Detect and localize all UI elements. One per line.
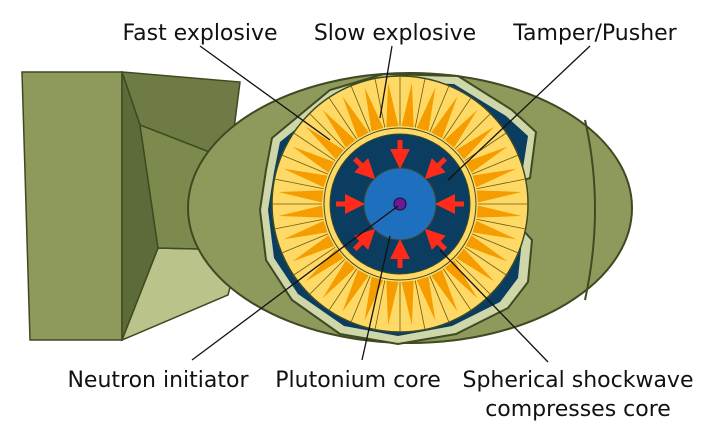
lens-spike [465, 146, 508, 173]
lens-divider [350, 275, 371, 323]
casing-nose-seam [584, 119, 596, 301]
lens-spike [472, 220, 517, 240]
label-slow-explosive: Slow explosive [314, 21, 476, 46]
lens-spike [283, 220, 328, 240]
leader-tamper-pusher [447, 45, 591, 181]
lens-divider [293, 132, 336, 161]
lens-spike [283, 168, 328, 188]
lens-spike [342, 96, 369, 139]
lens-divider [429, 85, 450, 133]
lens-spike [465, 235, 508, 262]
lens-divider [274, 218, 324, 230]
lens-spike [476, 190, 522, 203]
lens-spike [305, 248, 344, 282]
lens-spike [472, 168, 517, 188]
leader-fast-explosive [199, 45, 331, 141]
lens-divider [274, 178, 324, 190]
lens-divider [328, 268, 357, 311]
label-shockwave-line2: compresses core [485, 397, 671, 422]
lens-divider [429, 275, 450, 323]
lens-spike [431, 269, 458, 312]
lens-divider [464, 247, 507, 276]
lens-spike [292, 235, 335, 262]
lens-divider [328, 97, 357, 140]
lens-divider [476, 178, 526, 190]
lens-spike [386, 82, 399, 128]
lens-spike [364, 87, 384, 132]
lens-divider [471, 154, 519, 175]
label-fast-explosive: Fast explosive [122, 21, 277, 46]
lens-divider [414, 280, 426, 330]
lens-spike [416, 87, 436, 132]
lens-divider [374, 78, 386, 128]
lens-spike [322, 109, 356, 148]
lens-spike [278, 205, 324, 218]
lens-divider [476, 218, 526, 230]
lens-divider [281, 154, 329, 175]
lens-spike [431, 96, 458, 139]
lens-divider [454, 258, 491, 295]
lens-spike [444, 109, 478, 148]
lens-spike [401, 280, 414, 326]
leader-neutron-initiator [191, 205, 399, 361]
label-neutron-initiator: Neutron initiator [67, 368, 249, 393]
label-tamper-pusher: Tamper/Pusher [512, 21, 677, 46]
lens-divider [414, 78, 426, 128]
shockwave-arrow [352, 156, 376, 180]
lens-divider [443, 268, 472, 311]
shockwave-arrow [352, 228, 376, 252]
fin-outer-panel [21, 71, 123, 341]
lens-divider [309, 258, 346, 295]
shockwave-arrows [336, 140, 464, 268]
lens-divider [374, 280, 386, 330]
lens-divider [454, 113, 491, 150]
lens-spike [305, 126, 344, 160]
lens-spike [456, 126, 495, 160]
lens-spike [444, 260, 478, 299]
lens-divider [443, 97, 472, 140]
label-plutonium-core: Plutonium core [275, 368, 440, 393]
leader-plutonium-core [361, 235, 391, 361]
label-shockwave-line1: Spherical shockwave [463, 368, 694, 393]
leader-shockwave [439, 249, 549, 363]
lens-divider [471, 233, 519, 254]
lens-divider [281, 233, 329, 254]
lens-spike [322, 260, 356, 299]
lens-spike [456, 248, 495, 282]
slow-explosive-lenses [278, 82, 522, 326]
lens-spike [386, 280, 399, 326]
leader-lines [191, 45, 591, 363]
lens-spike [278, 190, 324, 203]
lens-spike [292, 146, 335, 173]
lens-spike [416, 276, 436, 321]
shockwave-arrow [424, 228, 448, 252]
lens-divider [293, 247, 336, 276]
lens-divider [464, 132, 507, 161]
lens-spike [476, 205, 522, 218]
leader-slow-explosive [379, 45, 393, 119]
lens-divider [350, 85, 371, 133]
lens-spike [401, 82, 414, 128]
lens-dividers [272, 76, 528, 332]
shockwave-arrow [424, 156, 448, 180]
lens-spike [342, 269, 369, 312]
lens-divider [309, 113, 346, 150]
